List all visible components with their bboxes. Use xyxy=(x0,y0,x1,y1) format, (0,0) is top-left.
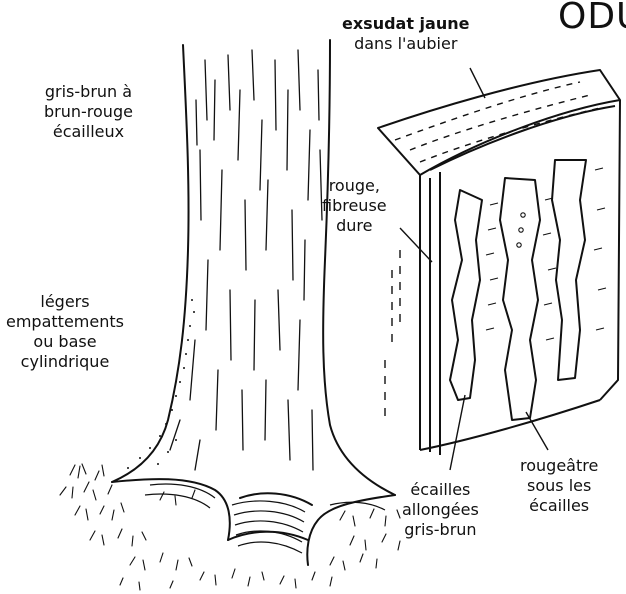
label-legers-line4: cylindrique xyxy=(6,352,124,372)
label-rougeatre: rougeâtre sous les écailles xyxy=(520,456,598,516)
tree-trunk xyxy=(112,40,395,565)
label-rouge-line1: rouge, xyxy=(322,176,387,196)
bark-texture xyxy=(170,50,322,470)
label-exsudat-line1: exsudat jaune xyxy=(342,14,469,34)
label-ecailles-line1: écailles xyxy=(402,480,479,500)
label-rougeatre-line2: sous les xyxy=(520,476,598,496)
label-rougeatre-line3: écailles xyxy=(520,496,598,516)
label-rougeatre-line1: rougeâtre xyxy=(520,456,598,476)
label-legers-line1: légers xyxy=(6,292,124,312)
leader-lines xyxy=(400,68,548,470)
label-legers: légers empattements ou base cylindrique xyxy=(6,292,124,372)
edge-dashes xyxy=(385,250,400,420)
label-rouge-fibreuse: rouge, fibreuse dure xyxy=(322,176,387,236)
label-gris-brun: gris-brun à brun-rouge écailleux xyxy=(44,82,133,142)
label-legers-line3: ou base xyxy=(6,332,124,352)
trunk-shading xyxy=(127,299,195,469)
label-legers-line2: empattements xyxy=(6,312,124,332)
bark-scales xyxy=(450,160,586,420)
root-base-lines xyxy=(145,484,385,553)
label-rouge-line3: dure xyxy=(322,216,387,236)
label-exsudat-line2: dans l'aubier xyxy=(342,34,469,54)
sapwood-dashes xyxy=(395,82,600,162)
label-gris-brun-line3: écailleux xyxy=(44,122,133,142)
label-ecailles-line3: gris-brun xyxy=(402,520,479,540)
label-exsudat: exsudat jaune dans l'aubier xyxy=(342,14,469,54)
title-text: ODU xyxy=(558,0,626,37)
label-gris-brun-line1: gris-brun à xyxy=(44,82,133,102)
label-rouge-line2: fibreuse xyxy=(322,196,387,216)
label-gris-brun-line2: brun-rouge xyxy=(44,102,133,122)
bark-section xyxy=(378,70,620,455)
label-ecailles-line2: allongées xyxy=(402,500,479,520)
label-ecailles: écailles allongées gris-brun xyxy=(402,480,479,540)
